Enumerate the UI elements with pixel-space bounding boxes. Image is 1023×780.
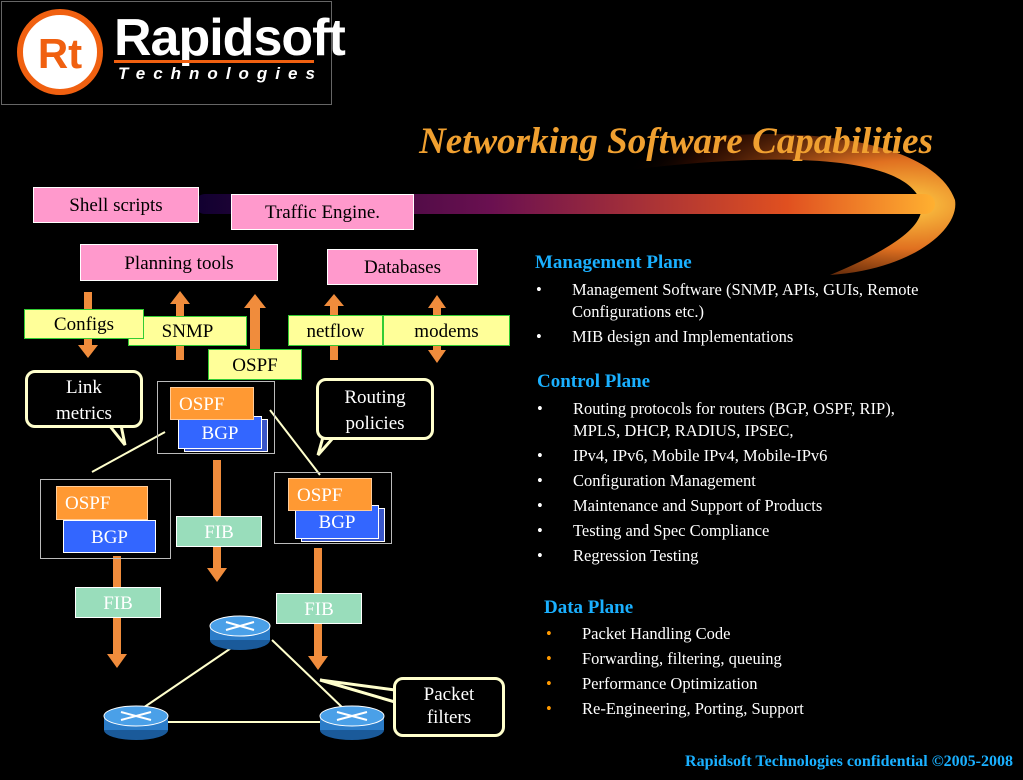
control-plane-heading: Control Plane [537,371,651,392]
modems-box: modems [383,315,510,346]
logo-underline [114,60,314,63]
list-item: MIB design and Implementations [536,326,926,348]
data-plane-list: Packet Handling Code Forwarding, filteri… [546,623,936,723]
page-title: Networking Software Capabilities [419,121,933,162]
list-item: Re-Engineering, Porting, Support [546,698,936,720]
node-right-ospf: OSPF [288,478,372,511]
node-top-frame [157,381,275,454]
decorative-swoosh [630,134,956,275]
link-router-top-left [139,641,241,711]
logo-name: Rapidsoft [114,9,346,67]
logo-mark-text: Rt [38,30,82,77]
list-item: Testing and Spec Compliance [537,520,927,542]
fib-left-box: FIB [75,587,161,618]
logo-mark: Rt [17,9,103,95]
node-left-ospf: OSPF [56,486,148,520]
list-item: Performance Optimization [546,673,936,695]
routing-policies-callout: Routing policies [316,378,434,440]
routing-policies-label: Routing policies [344,387,406,434]
management-plane-heading: Management Plane [535,252,692,273]
node-right-frame [274,472,392,544]
shell-scripts-box: Shell scripts [33,187,199,223]
planning-tools-box: Planning tools [80,244,278,281]
link-top-left [91,431,166,473]
list-item: IPv4, IPv6, Mobile IPv4, Mobile-IPv6 [537,445,927,467]
list-item: Forwarding, filtering, queuing [546,648,936,670]
list-item: Routing protocols for routers (BGP, OSPF… [537,398,927,442]
node-top-bgp: BGP [178,416,262,449]
list-item: Maintenance and Support of Products [537,495,927,517]
link-top-right [269,409,321,476]
callout-tail-packet-filters [319,678,396,704]
configs-box: Configs [24,309,144,339]
company-logo: Rt Rapidsoft Technologies [1,1,346,105]
fib-center-box: FIB [176,516,262,547]
packet-filters-callout: Packet filters [393,677,505,737]
management-plane-list: Management Software (SNMP, APIs, GUIs, R… [536,279,926,351]
router-right-icon [319,705,385,740]
databases-box: Databases [327,249,478,285]
link-metrics-label: Link metrics [56,377,112,424]
list-item: Packet Handling Code [546,623,936,645]
traffic-engine-box: Traffic Engine. [231,194,414,230]
packet-filters-label: Packet filters [423,684,475,728]
node-top-ospf: OSPF [170,387,254,420]
list-item: Management Software (SNMP, APIs, GUIs, R… [536,279,926,323]
fib-right-box: FIB [276,593,362,624]
arrow-ospf-up [244,294,266,350]
footer-confidential: Rapidsoft Technologies confidential ©200… [685,753,1013,770]
router-top-icon [209,615,271,650]
link-metrics-callout: Link metrics [25,370,143,428]
data-plane-heading: Data Plane [544,597,634,618]
node-left-bgp: BGP [63,520,156,553]
snmp-box: SNMP [128,316,247,346]
link-router-top-right [271,639,346,711]
list-item: Configuration Management [537,470,927,492]
router-left-icon [103,705,169,740]
node-left-frame [40,479,171,559]
logo-tagline: Technologies [118,64,323,83]
ospf-top-box: OSPF [208,349,302,380]
control-plane-list: Routing protocols for routers (BGP, OSPF… [537,398,927,570]
list-item: Regression Testing [537,545,927,567]
netflow-box: netflow [288,315,383,346]
